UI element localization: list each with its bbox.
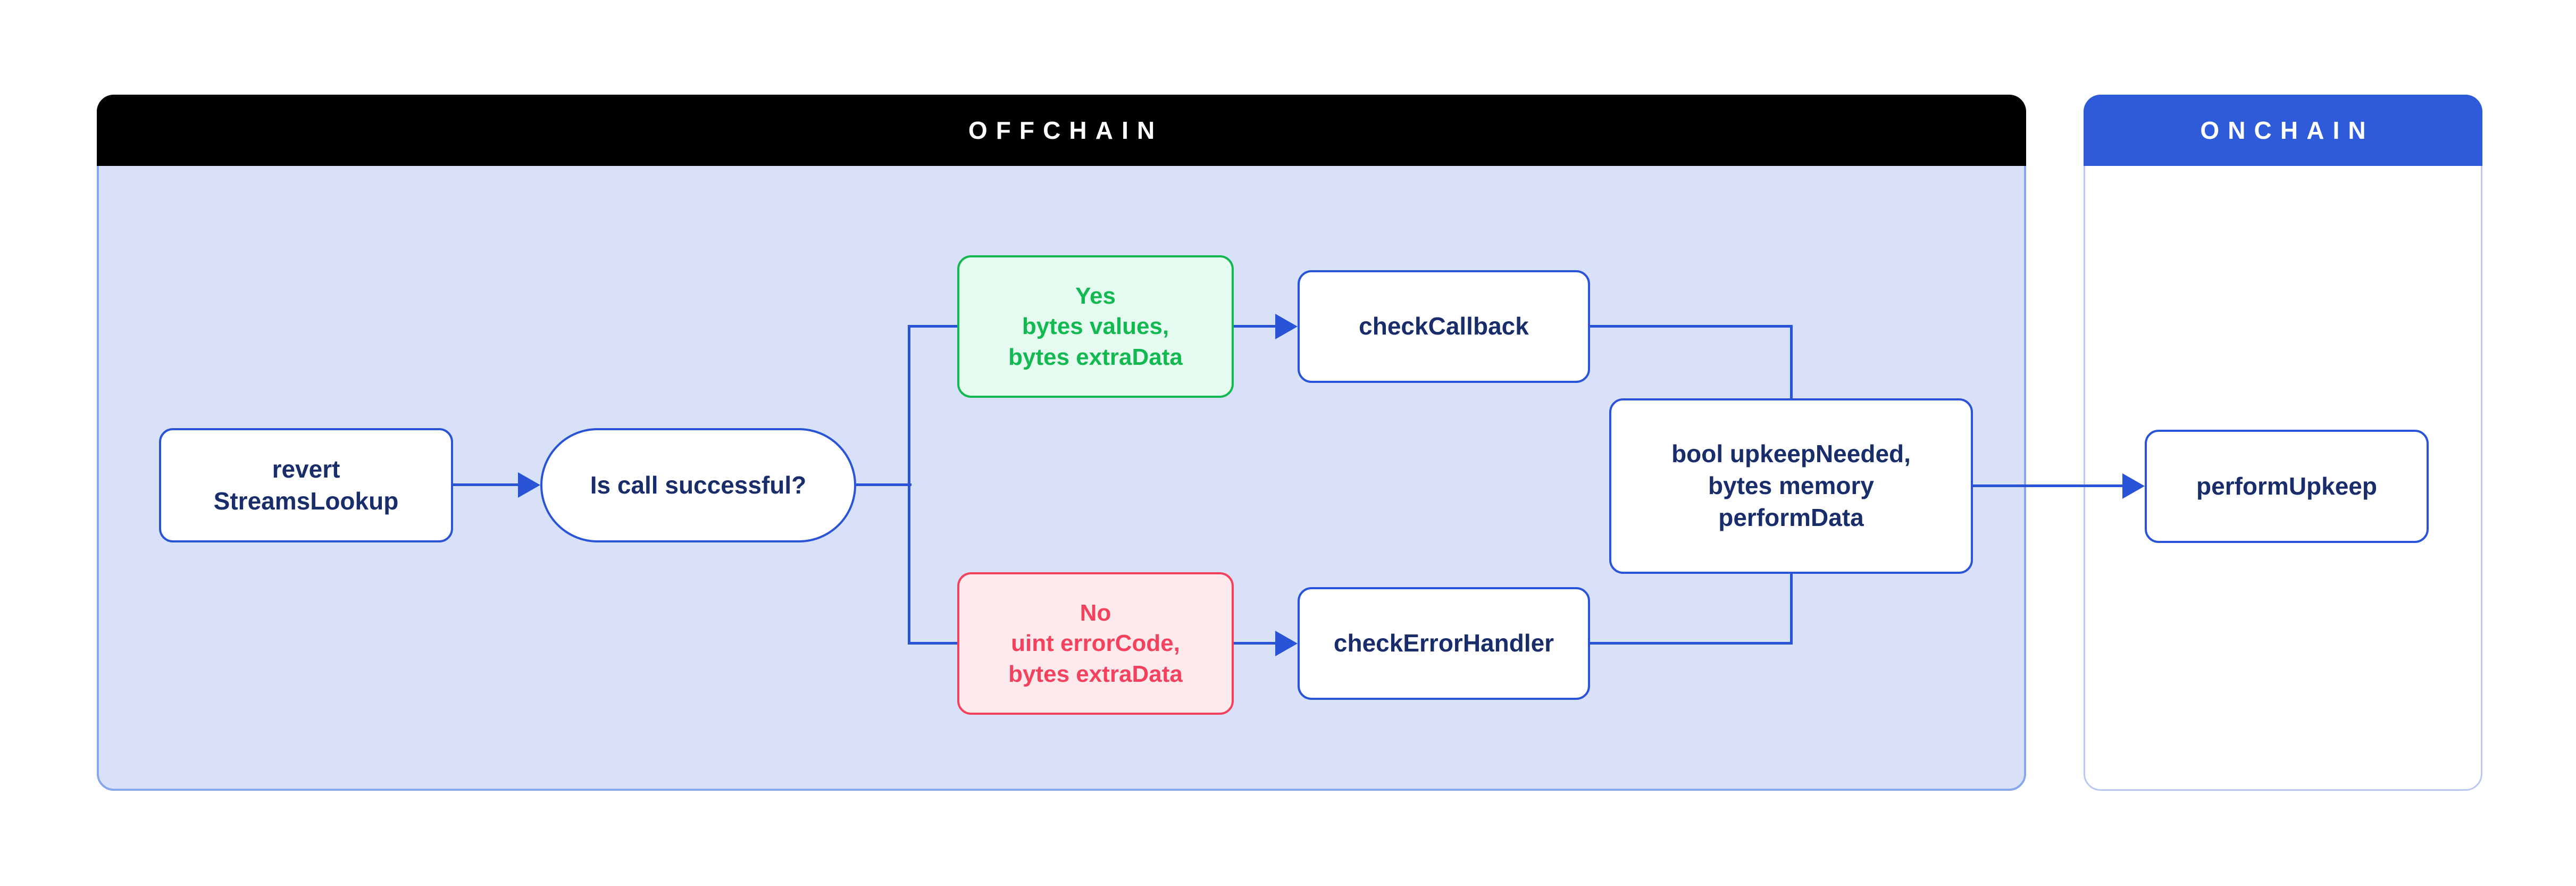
connector-checkcallback-elbow-h: [1590, 325, 1793, 328]
node-upkeepneeded-performdata: bool upkeepNeeded, bytes memory performD…: [1609, 398, 1973, 574]
node-revert-streamslookup: revert StreamsLookup: [159, 428, 453, 542]
node-performupkeep-label: performUpkeep: [2196, 472, 2377, 500]
node-no-line1: No: [1080, 600, 1111, 626]
node-result-line1: bool upkeepNeeded,: [1671, 440, 1911, 468]
node-yes-line1: Yes: [1075, 283, 1116, 310]
onchain-header: ONCHAIN: [2084, 95, 2482, 166]
node-result-line2: bytes memory: [1708, 472, 1874, 500]
connector-checkcallback-elbow-v: [1790, 325, 1793, 400]
connector-checkerrorhandler-elbow-h: [1590, 642, 1793, 645]
node-yes-line2: bytes values,: [1022, 313, 1169, 340]
node-is-call-successful: Is call successful?: [540, 428, 856, 542]
arrowhead-yes-to-checkcallback-icon: [1275, 314, 1298, 339]
connector-result-to-performupkeep: [1973, 484, 2123, 487]
node-yes-branch: Yes bytes values, bytes extraData: [957, 255, 1234, 398]
connector-yes-to-checkcallback: [1234, 325, 1276, 328]
arrowhead-result-to-performupkeep-icon: [2122, 473, 2145, 499]
node-no-branch: No uint errorCode, bytes extraData: [957, 572, 1234, 715]
node-checkcallback: checkCallback: [1298, 270, 1590, 383]
node-no-line3: bytes extraData: [1008, 661, 1183, 687]
node-revert-line2: StreamsLookup: [213, 487, 399, 515]
connector-checkerrorhandler-elbow-v: [1790, 573, 1793, 645]
connector-revert-to-question: [453, 483, 520, 486]
node-result-line3: performData: [1718, 503, 1864, 531]
offchain-title: OFFCHAIN: [968, 116, 1164, 144]
onchain-title: ONCHAIN: [2200, 116, 2374, 144]
node-question-label: Is call successful?: [590, 471, 807, 499]
connector-branch-to-no: [909, 642, 958, 645]
node-no-line2: uint errorCode,: [1011, 630, 1180, 657]
node-checkcallback-label: checkCallback: [1359, 312, 1529, 340]
node-checkerrorhandler: checkErrorHandler: [1298, 587, 1590, 700]
node-revert-line1: revert: [272, 455, 340, 483]
node-performupkeep: performUpkeep: [2145, 430, 2429, 543]
node-yes-line3: bytes extraData: [1008, 344, 1183, 370]
connector-no-to-checkerrorhandler: [1234, 642, 1276, 645]
node-checkerrorhandler-label: checkErrorHandler: [1333, 629, 1554, 657]
arrowhead-no-to-checkerrorhandler-icon: [1275, 631, 1298, 656]
connector-branch-vertical: [908, 325, 910, 645]
arrowhead-revert-to-question-icon: [518, 472, 540, 498]
connector-question-to-branch: [856, 483, 911, 486]
offchain-header: OFFCHAIN: [97, 95, 2026, 166]
connector-branch-to-yes: [909, 325, 958, 328]
